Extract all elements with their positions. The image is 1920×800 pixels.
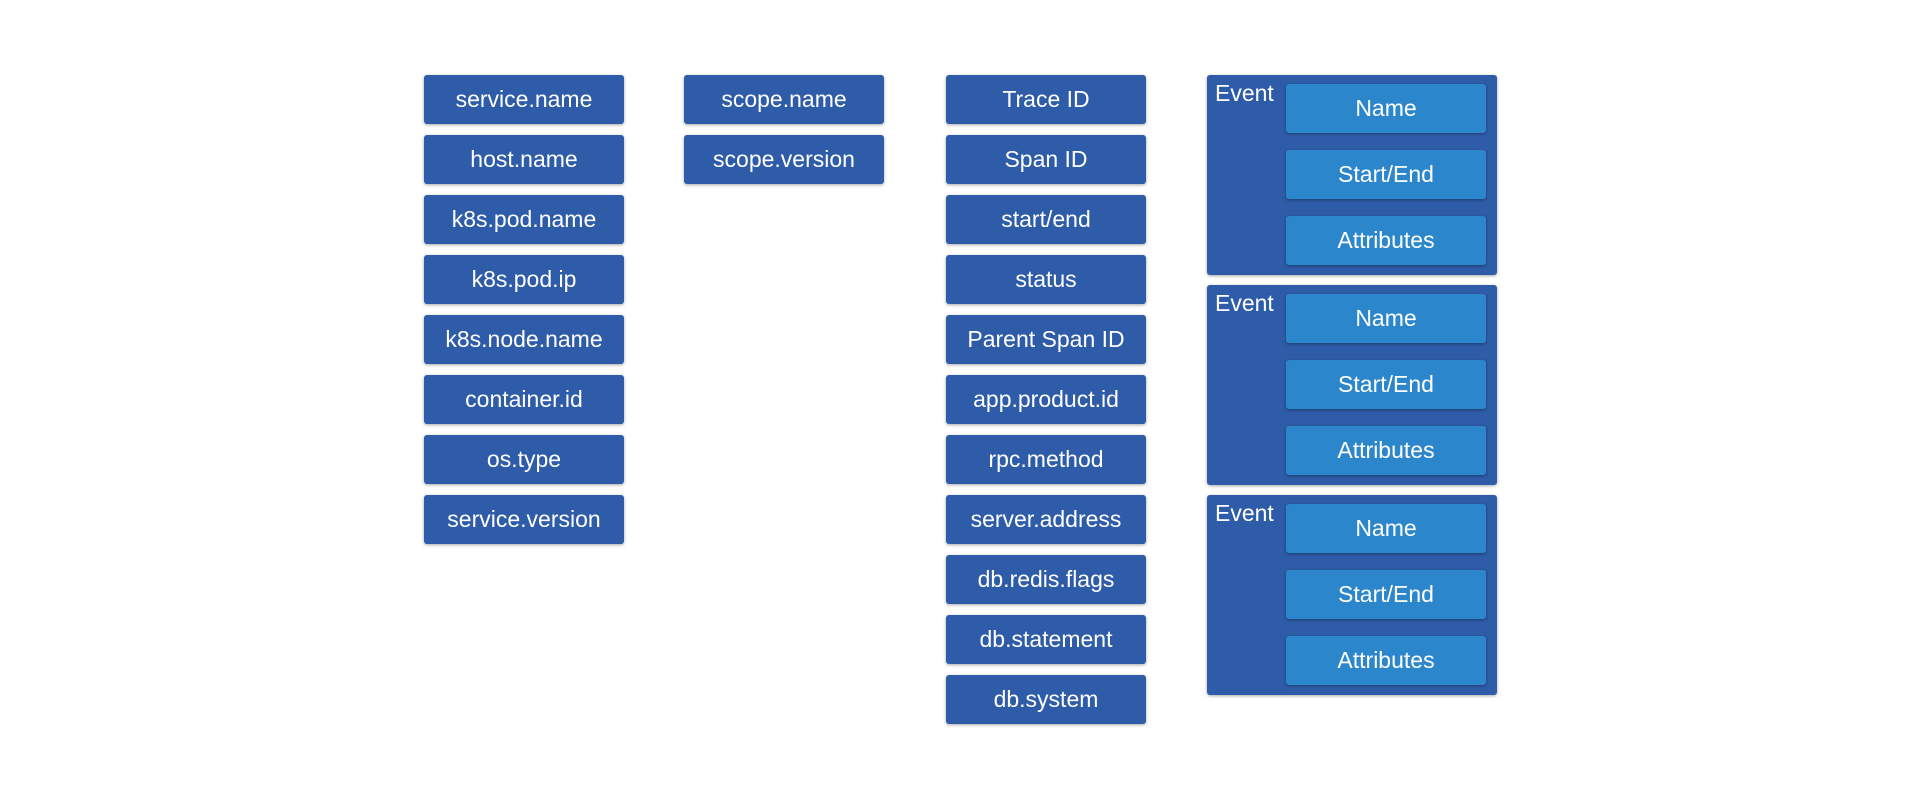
event-start-end-field: Start/End	[1286, 360, 1486, 409]
span-field-box: rpc.method	[946, 435, 1146, 484]
event-label: Event	[1215, 80, 1274, 106]
span-field-box: server.address	[946, 495, 1146, 544]
span-field-box: status	[946, 255, 1146, 304]
span-field-box: app.product.id	[946, 375, 1146, 424]
span-field-box: Parent Span ID	[946, 315, 1146, 364]
event-name-field: Name	[1286, 84, 1486, 133]
event-fields: Name Start/End Attributes	[1286, 504, 1486, 702]
resource-attribute-box: k8s.node.name	[424, 315, 624, 364]
resource-attribute-box: service.name	[424, 75, 624, 124]
span-field-box: start/end	[946, 195, 1146, 244]
span-field-box: db.redis.flags	[946, 555, 1146, 604]
event-name-field: Name	[1286, 504, 1486, 553]
resource-attribute-box: host.name	[424, 135, 624, 184]
span-field-box: db.system	[946, 675, 1146, 724]
event-name-field: Name	[1286, 294, 1486, 343]
resource-attributes-column: service.name host.name k8s.pod.name k8s.…	[424, 75, 624, 555]
span-field-box: Trace ID	[946, 75, 1146, 124]
event-attributes-field: Attributes	[1286, 216, 1486, 265]
event-attributes-field: Attributes	[1286, 636, 1486, 685]
event-fields: Name Start/End Attributes	[1286, 84, 1486, 282]
event-container: Event Name Start/End Attributes	[1207, 75, 1497, 275]
events-column: Event Name Start/End Attributes Event Na…	[1207, 75, 1497, 705]
scope-attribute-box: scope.name	[684, 75, 884, 124]
span-field-box: Span ID	[946, 135, 1146, 184]
span-fields-column: Trace ID Span ID start/end status Parent…	[946, 75, 1146, 735]
event-attributes-field: Attributes	[1286, 426, 1486, 475]
resource-attribute-box: k8s.pod.ip	[424, 255, 624, 304]
event-label: Event	[1215, 500, 1274, 526]
event-start-end-field: Start/End	[1286, 570, 1486, 619]
resource-attribute-box: container.id	[424, 375, 624, 424]
scope-attribute-box: scope.version	[684, 135, 884, 184]
event-container: Event Name Start/End Attributes	[1207, 495, 1497, 695]
scope-attributes-column: scope.name scope.version	[684, 75, 884, 195]
event-fields: Name Start/End Attributes	[1286, 294, 1486, 492]
span-field-box: db.statement	[946, 615, 1146, 664]
event-label: Event	[1215, 290, 1274, 316]
resource-attribute-box: service.version	[424, 495, 624, 544]
resource-attribute-box: os.type	[424, 435, 624, 484]
event-container: Event Name Start/End Attributes	[1207, 285, 1497, 485]
resource-attribute-box: k8s.pod.name	[424, 195, 624, 244]
event-start-end-field: Start/End	[1286, 150, 1486, 199]
